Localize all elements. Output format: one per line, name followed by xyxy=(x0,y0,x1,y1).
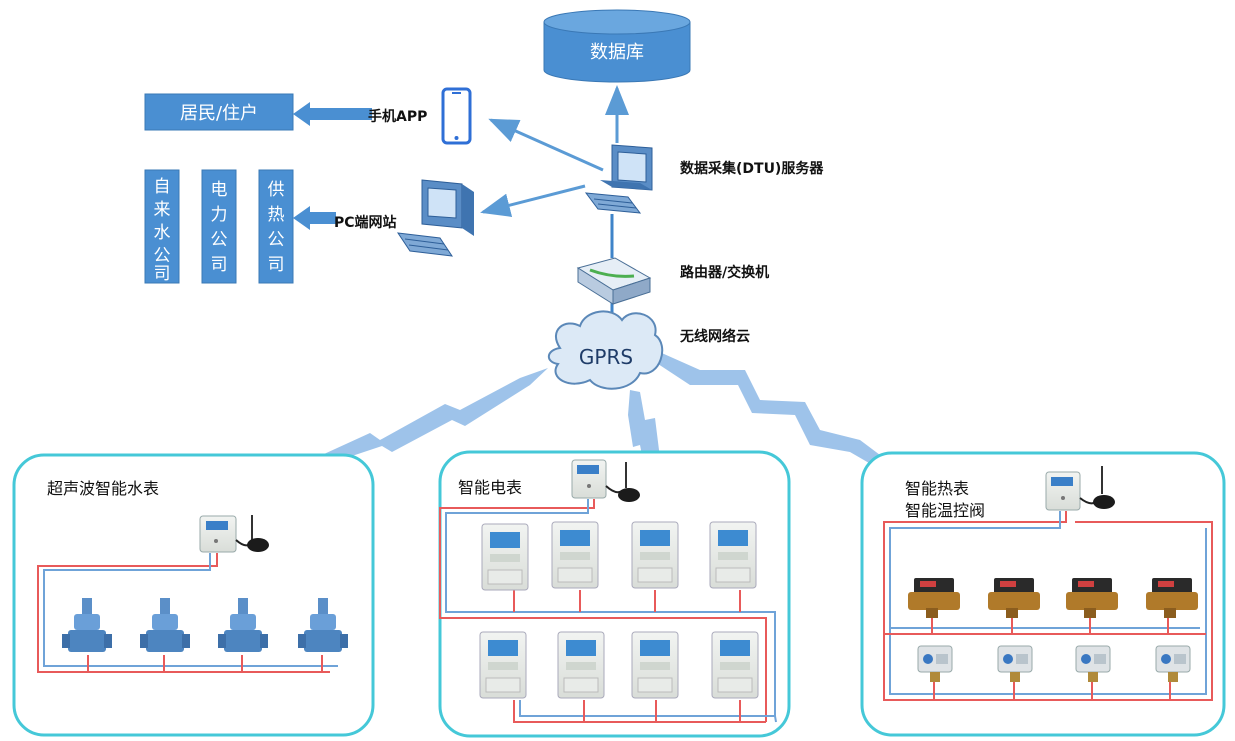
temperature-control-valve-icon xyxy=(1075,645,1111,682)
smart-heat-meter-icon xyxy=(908,578,960,618)
smart-electric-meter-icon xyxy=(481,523,529,591)
electric-concentrator-icon xyxy=(571,459,640,502)
ultrasonic-water-meter-icon xyxy=(140,598,190,652)
water-meter-row xyxy=(62,598,348,652)
smart-heat-meter-icon xyxy=(988,578,1040,618)
database-label: 数据库 xyxy=(590,42,644,63)
electric-meter-row-bottom xyxy=(479,631,759,699)
gprs-cloud-icon: GPRS xyxy=(547,310,664,390)
smart-electric-meter-icon xyxy=(631,631,679,699)
wireless-link-electric xyxy=(628,390,660,470)
heat-group-title-line1: 智能热表 xyxy=(905,479,969,498)
dtu-server-label: 数据采集(DTU)服务器 xyxy=(680,160,824,177)
smart-heat-meter-icon xyxy=(1146,578,1198,618)
residents-node: 居民/住户 xyxy=(144,93,294,131)
smart-electric-meter-icon xyxy=(709,521,757,589)
electric-meter-row-top xyxy=(481,521,757,591)
heat-concentrator-icon xyxy=(1045,466,1115,511)
heat-meter-row xyxy=(908,578,1198,618)
pc-to-company-arrow xyxy=(293,206,336,230)
pc-computer-icon xyxy=(396,179,474,257)
temperature-control-valve-icon xyxy=(917,645,953,682)
wireless-link-heat xyxy=(652,350,900,478)
smart-electric-meter-icon xyxy=(711,631,759,699)
smart-heat-meter-icon xyxy=(1066,578,1118,618)
smart-electric-meter-icon xyxy=(479,631,527,699)
phone-icon xyxy=(441,87,472,145)
water-company-label: 自来水公司 xyxy=(154,177,171,284)
smart-electric-meter-icon xyxy=(557,631,605,699)
mobile-app-label: 手机APP xyxy=(368,108,427,125)
water-concentrator-icon xyxy=(199,515,269,553)
server-to-pc-arrow xyxy=(480,184,586,217)
router-label: 路由器/交换机 xyxy=(680,264,769,281)
residents-label: 居民/住户 xyxy=(180,103,258,124)
router-icon xyxy=(576,257,652,305)
temperature-control-valve-icon xyxy=(1155,645,1191,682)
smart-electric-meter-icon xyxy=(551,521,599,589)
cloud-label: 无线网络云 xyxy=(679,328,750,345)
heat-group-title-line2: 智能温控阀 xyxy=(905,501,985,520)
smart-electric-meter-icon xyxy=(631,521,679,589)
server-to-app-arrow xyxy=(488,118,604,172)
temperature-control-valve-icon xyxy=(997,645,1033,682)
pc-site-label: PC端网站 xyxy=(334,214,397,231)
thermostat-valve-row xyxy=(917,645,1191,682)
ultrasonic-water-meter-icon xyxy=(298,598,348,652)
electric-wiring xyxy=(439,499,777,723)
water-group-title: 超声波智能水表 xyxy=(47,479,159,498)
electric-group-title: 智能电表 xyxy=(458,478,522,497)
app-to-residents-arrow xyxy=(293,102,372,126)
database-node: 数据库 xyxy=(543,9,691,83)
wireless-link-water xyxy=(300,368,548,470)
water-wiring xyxy=(37,553,338,673)
power-company-label: 电力公司 xyxy=(211,180,228,275)
ultrasonic-water-meter-icon xyxy=(62,598,112,652)
wireless-links xyxy=(300,350,900,478)
ultrasonic-water-meter-icon xyxy=(218,598,268,652)
heat-company-node: 供热公司 xyxy=(258,169,294,284)
heat-company-label: 供热公司 xyxy=(268,180,285,275)
heat-wiring xyxy=(883,511,1213,701)
power-company-node: 电力公司 xyxy=(201,169,237,284)
water-company-node: 自来水公司 xyxy=(144,169,180,284)
gprs-label: GPRS xyxy=(579,345,633,369)
server-computer-icon xyxy=(584,144,653,214)
